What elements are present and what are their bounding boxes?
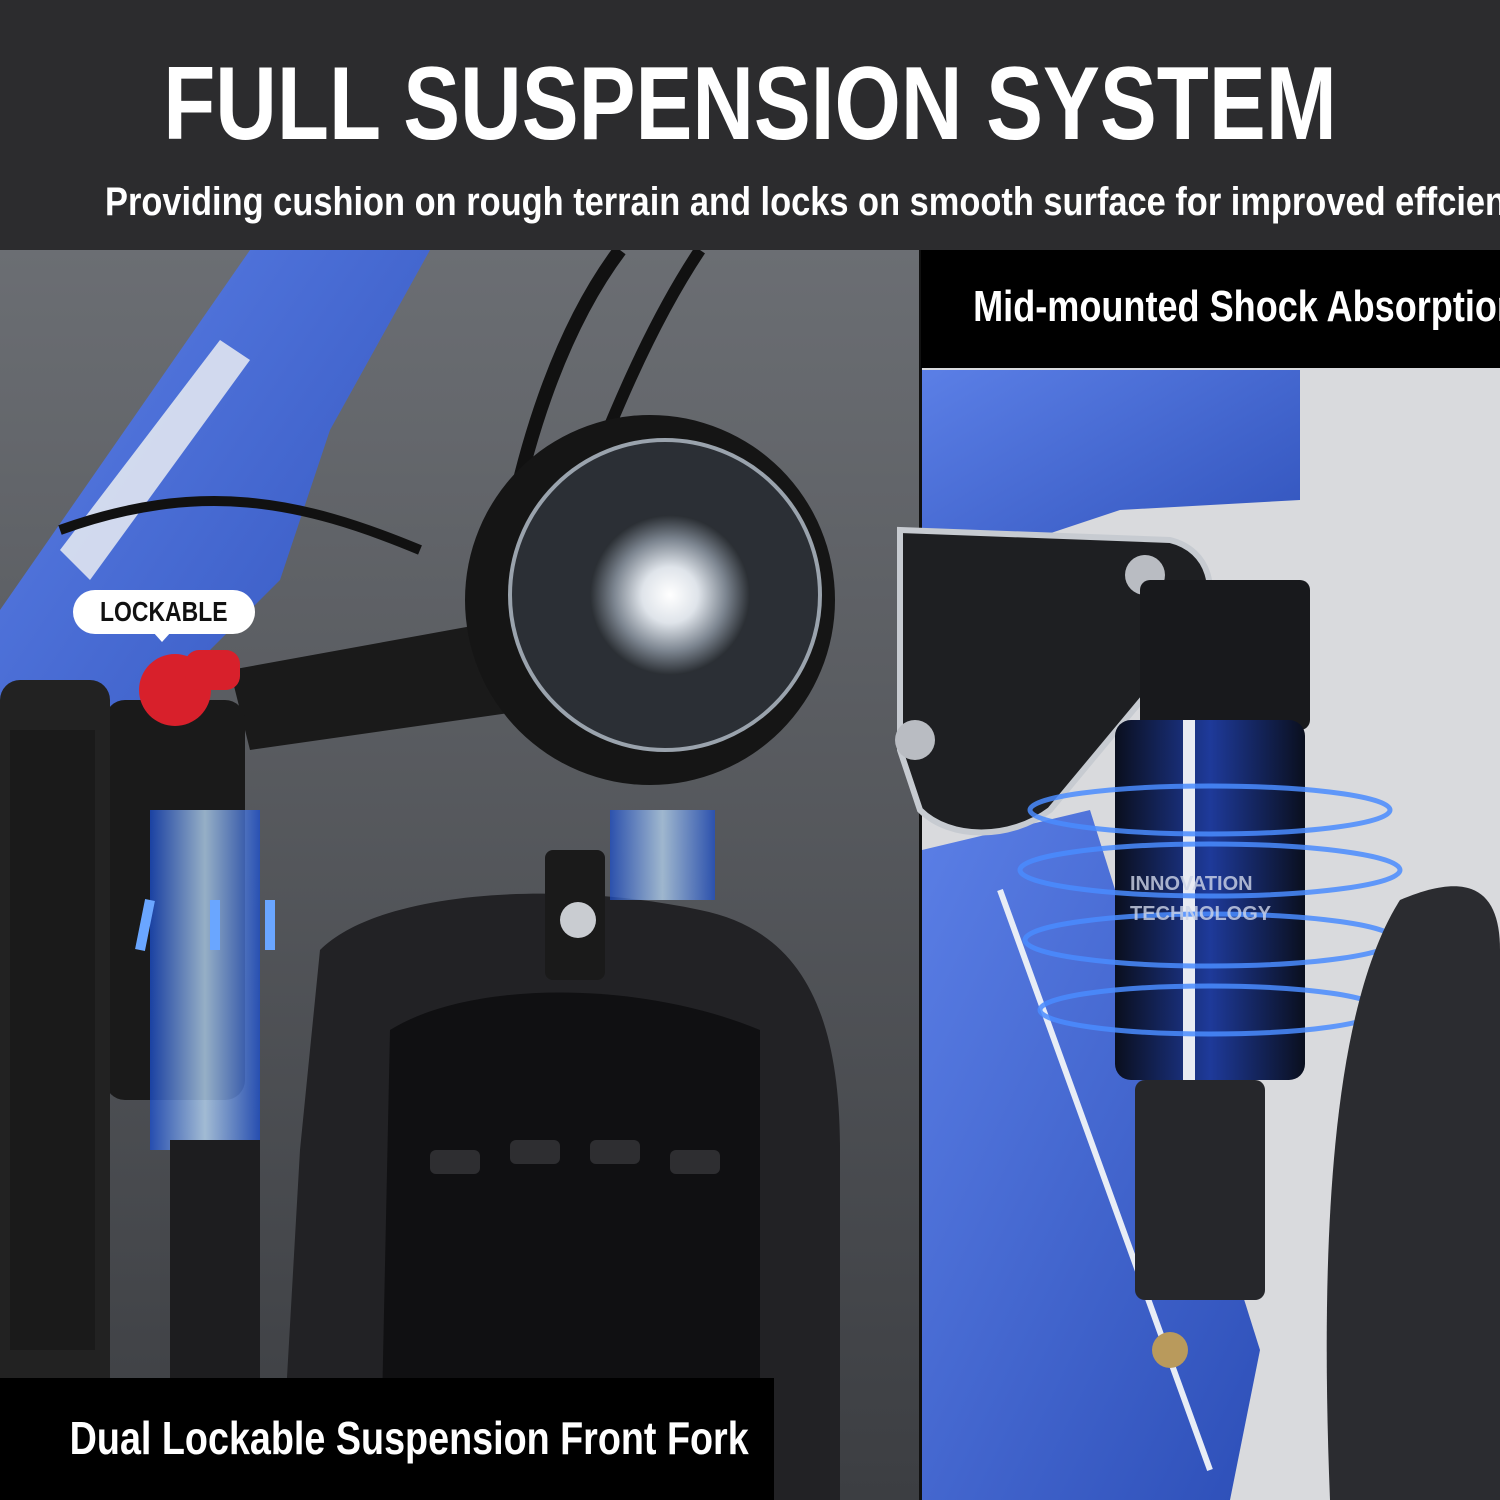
page-subtitle: Providing cushion on rough terrain and l…	[105, 180, 1500, 224]
lockable-callout: LOCKABLE	[73, 590, 255, 634]
front-fork-panel	[0, 250, 920, 1500]
front-fork-label-text: Dual Lockable Suspension Front Fork	[69, 1412, 749, 1464]
rear-shock-label-text: Mid-mounted Shock Absorption	[973, 282, 1500, 331]
header-banner: FULL SUSPENSION SYSTEM Providing cushion…	[0, 0, 1500, 250]
page-title: FULL SUSPENSION SYSTEM	[163, 46, 1337, 162]
bike-photo: INNOVATION TECHNOLOGY	[0, 250, 1500, 1500]
svg-text:TECHNOLOGY: TECHNOLOGY	[1130, 903, 1272, 925]
lockable-callout-pointer	[153, 632, 171, 642]
rear-shock-panel: INNOVATION TECHNOLOGY	[895, 250, 1500, 1500]
front-fork-label: Dual Lockable Suspension Front Fork	[0, 1378, 774, 1500]
svg-text:INNOVATION: INNOVATION	[1130, 873, 1253, 895]
rear-shock-label: Mid-mounted Shock Absorption	[921, 250, 1500, 368]
lockable-callout-text: LOCKABLE	[100, 596, 228, 627]
